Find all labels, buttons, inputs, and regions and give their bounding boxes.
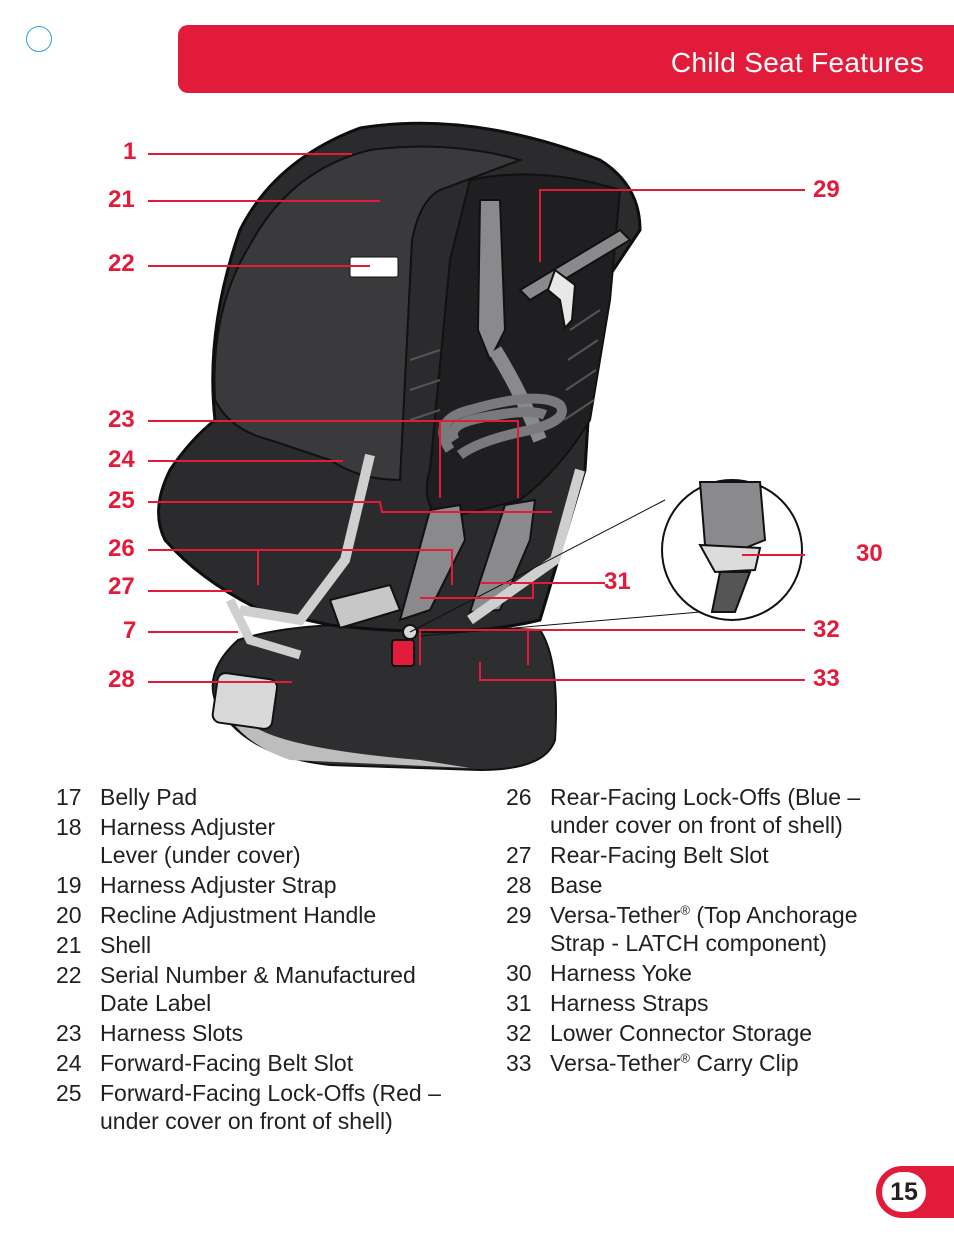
tether-hook-icon <box>546 268 577 331</box>
page-title: Child Seat Features <box>670 47 924 78</box>
headrest-shape <box>213 145 524 482</box>
callout-24: 24 <box>108 446 135 473</box>
page-number: 15 <box>882 1172 926 1212</box>
base-handle-shape <box>211 672 279 730</box>
leader-lines <box>148 153 805 683</box>
callout-21: 21 <box>108 186 135 213</box>
callout-32: 32 <box>813 616 840 643</box>
page-tab: 15 <box>876 1166 954 1218</box>
registration-mark-icon <box>26 26 52 52</box>
frame-rail-shape <box>467 468 585 625</box>
callout-25: 25 <box>108 487 135 514</box>
callout-29: 29 <box>813 176 840 203</box>
lower-connector-shape <box>328 583 402 630</box>
callout-31: 31 <box>604 568 631 595</box>
callout-27: 27 <box>108 573 135 600</box>
red-connector-shape <box>391 639 415 667</box>
tether-strap-shape <box>476 199 507 363</box>
callout-23: 23 <box>108 406 135 433</box>
harness-strap-left-shape <box>398 503 467 622</box>
callout-7: 7 <box>123 617 137 644</box>
callout-26: 26 <box>108 535 135 562</box>
car-seat-diagram <box>148 121 805 772</box>
callout-28: 28 <box>108 666 135 693</box>
callout-33: 33 <box>813 665 840 692</box>
callout-22: 22 <box>108 250 135 277</box>
callout-30: 30 <box>856 540 883 567</box>
header-bar: Child Seat Features <box>178 25 954 93</box>
base-trim-shape <box>215 688 470 768</box>
callout-1: 1 <box>123 138 137 165</box>
